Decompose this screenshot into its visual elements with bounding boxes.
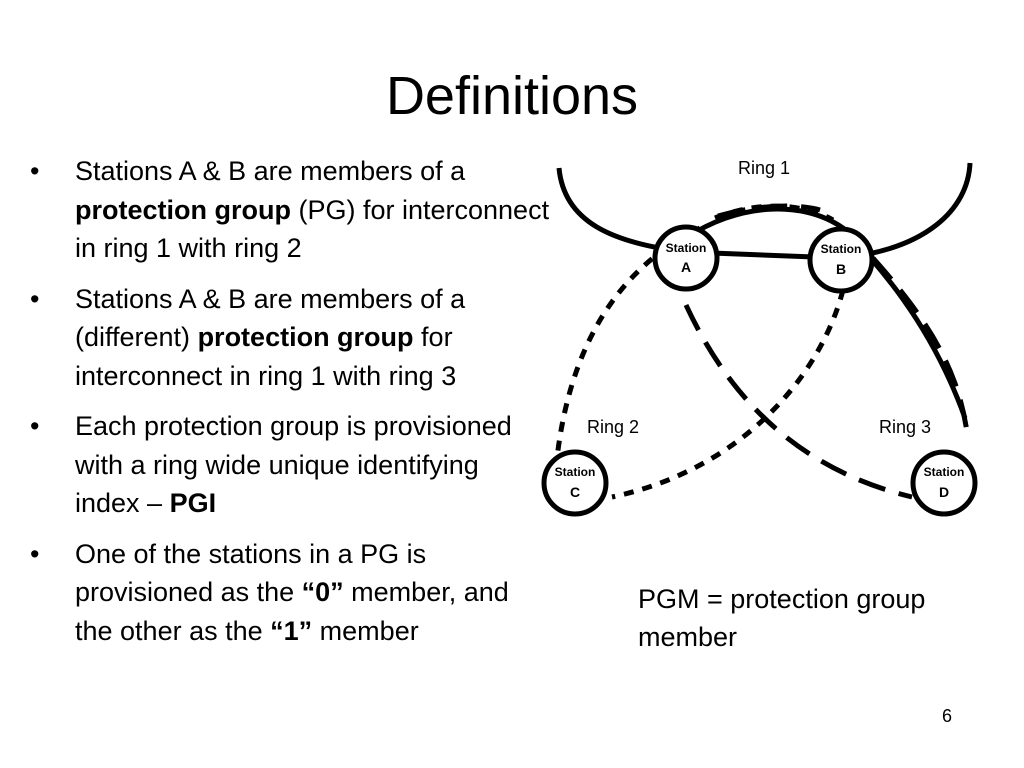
station-b: Station B <box>807 226 875 294</box>
ring3-label: Ring 3 <box>879 417 931 437</box>
station-c-label: Station <box>555 465 596 479</box>
bullet-text: member <box>312 615 419 646</box>
bullet-marker: • <box>30 283 40 314</box>
station-a-label: Station <box>666 241 707 255</box>
pgm-definition-note: PGM = protection group member <box>638 584 926 652</box>
ring3-dashed-right <box>871 256 971 441</box>
ring2-dotted-left <box>554 225 702 459</box>
bullet-text: member, and the other as the <box>75 577 509 646</box>
ring2-label: Ring 2 <box>587 417 639 437</box>
station-c: Station C <box>541 449 609 517</box>
bullet-marker: • <box>30 411 40 441</box>
bullet-item: • One of the stations in a PG is provisi… <box>30 535 550 651</box>
station-d-id: D <box>939 484 949 500</box>
bullet-text: Stations A & B are members of a (differe… <box>75 283 466 353</box>
bullet-list: • Stations A & B are members of a protec… <box>30 152 550 650</box>
bullet-emphasis: PGI <box>169 488 217 518</box>
station-b-label: Station <box>821 242 862 256</box>
bullet-emphasis: “1” <box>270 615 313 646</box>
bullet-text: (PG) for interconnect in ring 1 with rin… <box>75 194 550 264</box>
station-c-id: C <box>570 484 580 500</box>
bullet-marker: • <box>30 538 40 569</box>
bullet-emphasis: protection group <box>197 322 414 352</box>
station-b-id: B <box>836 261 846 277</box>
ring2-dotted-bottom <box>611 289 846 500</box>
bullet-marker: • <box>30 156 40 186</box>
bullet-text: Each protection group is provisioned wit… <box>75 411 512 518</box>
ring1-arc <box>556 162 973 261</box>
bullet-emphasis: protection group <box>75 194 291 225</box>
slide-title: Definitions <box>385 66 639 126</box>
station-a: Station A <box>652 224 720 292</box>
station-d-label: Station <box>924 465 965 479</box>
station-d: Station D <box>910 449 978 517</box>
station-a-id: A <box>681 259 691 275</box>
page-number: 6 <box>942 706 953 726</box>
bullet-emphasis: “0” <box>301 577 344 607</box>
bullet-text: for interconnect in ring 1 with ring 3 <box>75 322 457 391</box>
ring3-dashed-bottom <box>683 303 913 500</box>
bullet-text: One of the stations in a PG is provision… <box>75 538 427 608</box>
bullet-text: Stations A & B are members of a <box>75 156 466 186</box>
ring1-label: Ring 1 <box>738 158 790 178</box>
ring3-dashed-top <box>717 203 821 219</box>
bullet-item: • Each protection group is provisioned w… <box>30 407 550 523</box>
bullet-item: • Stations A & B are members of a protec… <box>30 152 550 268</box>
bullet-item: • Stations A & B are members of a (diffe… <box>30 280 550 396</box>
